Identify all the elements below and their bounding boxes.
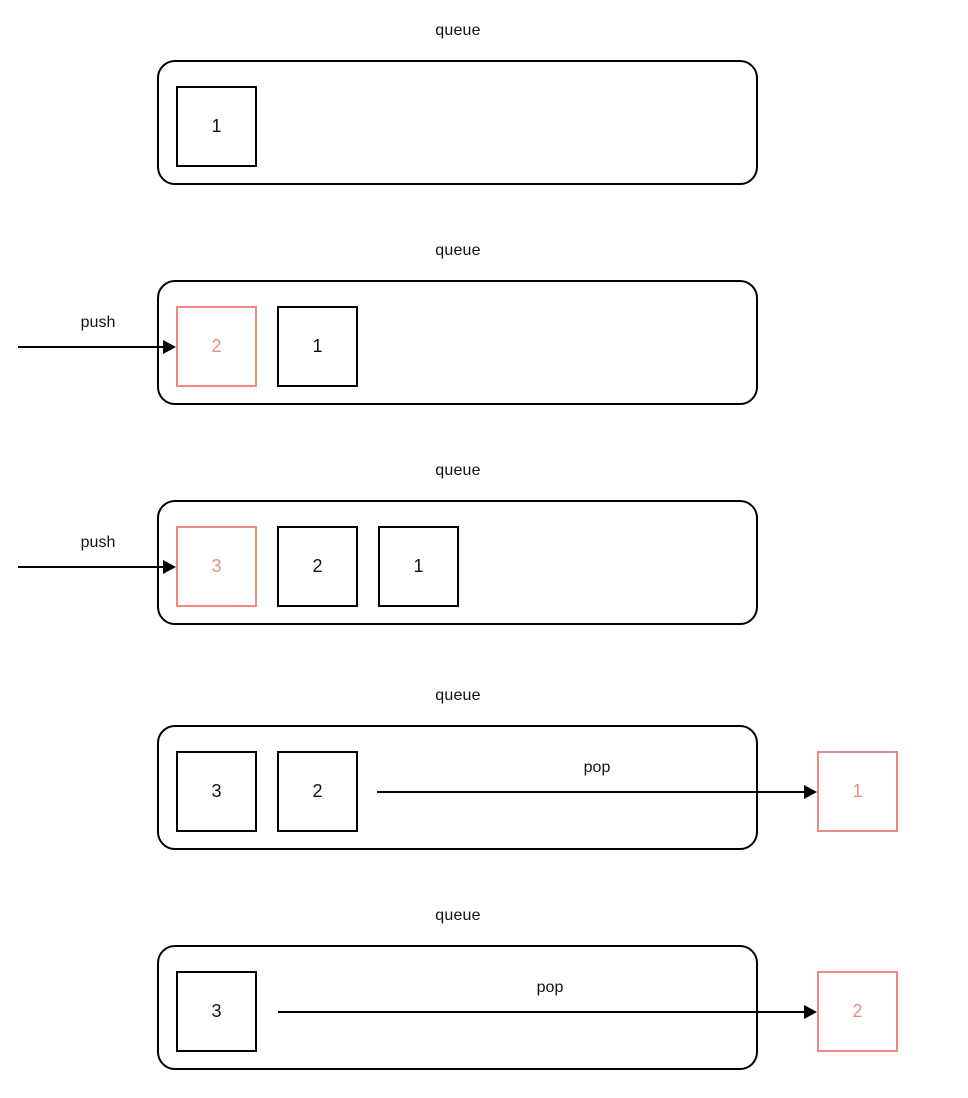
queue-container-5 [157, 945, 758, 1070]
queue-cell: 1 [378, 526, 459, 607]
queue-cells-3: 3 2 1 [176, 526, 459, 607]
queue-cells-2: 2 1 [176, 306, 358, 387]
queue-container-4 [157, 725, 758, 850]
queue-cell-incoming: 3 [176, 526, 257, 607]
queue-container-2 [157, 280, 758, 405]
queue-cells-5: 3 [176, 971, 257, 1052]
queue-cells-1: 1 [176, 86, 257, 167]
push-arrow-line-3 [18, 566, 163, 568]
queue-cell-incoming: 2 [176, 306, 257, 387]
pop-arrow-line-5 [278, 1011, 804, 1013]
pop-arrow-head-4 [804, 785, 817, 799]
pop-arrow-head-5 [804, 1005, 817, 1019]
push-arrow-line-2 [18, 346, 163, 348]
queue-state-panel-3: queue 3 2 1 push [0, 440, 968, 660]
queue-container-1 [157, 60, 758, 185]
push-arrow-label-3: push [80, 534, 116, 551]
queue-container-3 [157, 500, 758, 625]
queue-cell: 2 [277, 751, 358, 832]
queue-cell: 2 [277, 526, 358, 607]
push-arrow-head-3 [163, 560, 176, 574]
pop-arrow-line-4 [377, 791, 804, 793]
queue-cells-4: 3 2 [176, 751, 358, 832]
queue-state-panel-5: queue 3 pop 2 [0, 885, 968, 1098]
queue-title-4: queue [435, 687, 481, 704]
queue-title-1: queue [435, 22, 481, 39]
queue-state-panel-2: queue 2 1 push [0, 220, 968, 440]
pop-arrow-label-4: pop [583, 759, 611, 776]
queue-title-3: queue [435, 462, 481, 479]
queue-title-2: queue [435, 242, 481, 259]
pop-arrow-label-5: pop [536, 979, 564, 996]
queue-state-panel-4: queue 3 2 pop 1 [0, 665, 968, 885]
queue-cell: 3 [176, 971, 257, 1052]
queue-cell: 1 [277, 306, 358, 387]
popped-value-cell-5: 2 [817, 971, 898, 1052]
queue-title-5: queue [435, 907, 481, 924]
queue-state-panel-1: queue 1 [0, 0, 968, 220]
push-arrow-label-2: push [80, 314, 116, 331]
popped-value-cell-4: 1 [817, 751, 898, 832]
push-arrow-head-2 [163, 340, 176, 354]
queue-cell: 1 [176, 86, 257, 167]
queue-cell: 3 [176, 751, 257, 832]
